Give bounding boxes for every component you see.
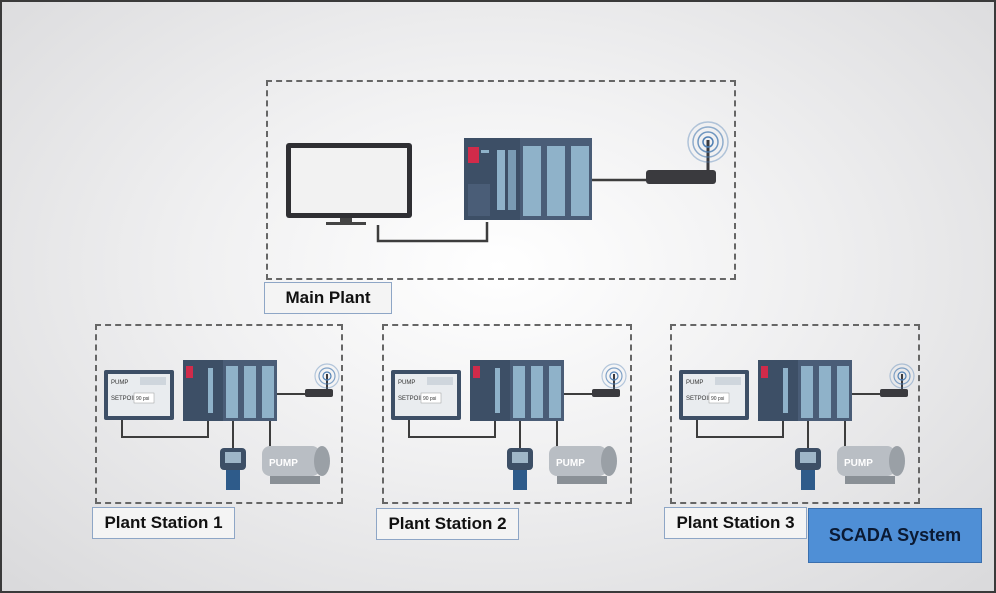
- hmi-value-text: 90 psi: [136, 396, 149, 402]
- hmi-panel-icon: PUMP SETPOINT 90 psi: [104, 370, 174, 420]
- hmi-setpoint-text: SETPOINT: [111, 396, 141, 402]
- pump-icon: PUMP: [262, 446, 330, 484]
- plc-icon: [758, 360, 852, 421]
- pressure-transmitter-icon: [795, 448, 821, 490]
- pump-badge-text: PUMP: [844, 458, 873, 469]
- station-3-devices: PUMP SETPOINT 90 psi: [679, 360, 915, 490]
- hmi-pump-text: PUMP: [686, 380, 703, 386]
- hmi-value-text: 90 psi: [423, 396, 436, 402]
- main-plant-label: Main Plant: [264, 282, 392, 314]
- router-icon: [880, 363, 915, 397]
- hmi-pump-text: PUMP: [111, 380, 128, 386]
- main-plant-devices: [286, 121, 729, 243]
- plc-icon: [183, 360, 277, 421]
- station-2-label: Plant Station 2: [376, 508, 519, 540]
- router-icon: [305, 363, 340, 397]
- station-1-label: Plant Station 1: [92, 507, 235, 539]
- plc-icon: [470, 360, 564, 421]
- plc-icon: [464, 138, 592, 220]
- scada-system-box: SCADA System: [808, 508, 982, 563]
- pressure-transmitter-icon: [507, 448, 533, 490]
- pump-badge-text: PUMP: [556, 458, 585, 469]
- hmi-setpoint-text: SETPOINT: [686, 396, 716, 402]
- station-2-devices: PUMP SETPOINT 90 psi: [391, 360, 627, 490]
- router-icon: [592, 363, 627, 397]
- pump-icon: PUMP: [549, 446, 617, 484]
- hmi-value-text: 90 psi: [711, 396, 724, 402]
- hmi-setpoint-text: SETPOINT: [398, 396, 428, 402]
- hmi-panel-icon: PUMP SETPOINT 90 psi: [391, 370, 461, 420]
- hmi-panel-icon: PUMP SETPOINT 90 psi: [679, 370, 749, 420]
- pressure-transmitter-icon: [220, 448, 246, 490]
- pump-badge-text: PUMP: [269, 458, 298, 469]
- hmi-pump-text: PUMP: [398, 380, 415, 386]
- station-3-label: Plant Station 3: [664, 507, 807, 539]
- main-plant-box: [266, 80, 736, 280]
- station-1-box: [95, 324, 343, 504]
- router-icon: [646, 121, 729, 184]
- pump-icon: PUMP: [837, 446, 905, 484]
- station-2-box: [382, 324, 632, 504]
- station-1-devices: PUMP SETPOINT 90 psi: [104, 360, 340, 490]
- station-3-box: [670, 324, 920, 504]
- monitor-icon: [286, 143, 412, 225]
